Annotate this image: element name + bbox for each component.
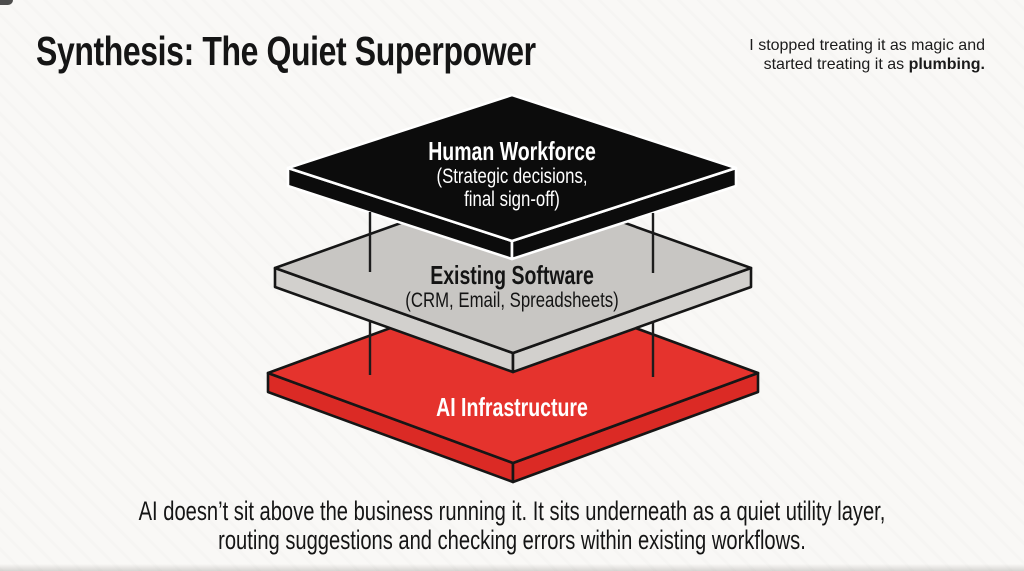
quote-line-2-bold: plumbing. xyxy=(908,56,985,73)
caption-block: AI doesn’t sit above the business runnin… xyxy=(0,497,1024,555)
bottom-edge-shading xyxy=(0,564,1024,571)
top-left-frame-artifact xyxy=(0,0,13,5)
quote-line-1: I stopped treating it as magic and xyxy=(749,37,985,54)
existing-software-layer xyxy=(273,181,753,374)
quote-line-2: started treating it as plumbing. xyxy=(705,55,985,74)
caption-line-2: routing suggestions and checking errors … xyxy=(218,525,806,555)
connector-legs xyxy=(368,212,655,377)
caption-line-1: AI doesn’t sit above the business runnin… xyxy=(138,496,886,526)
human-workforce-top-face xyxy=(286,93,738,243)
slide-title: Synthesis: The Quiet Superpower xyxy=(36,28,536,74)
quote-block: I stopped treating it as magic and start… xyxy=(705,36,985,74)
human-workforce-layer xyxy=(286,93,738,261)
existing-software-top-face xyxy=(273,181,753,355)
quote-line-2-text: started treating it as xyxy=(763,56,909,73)
